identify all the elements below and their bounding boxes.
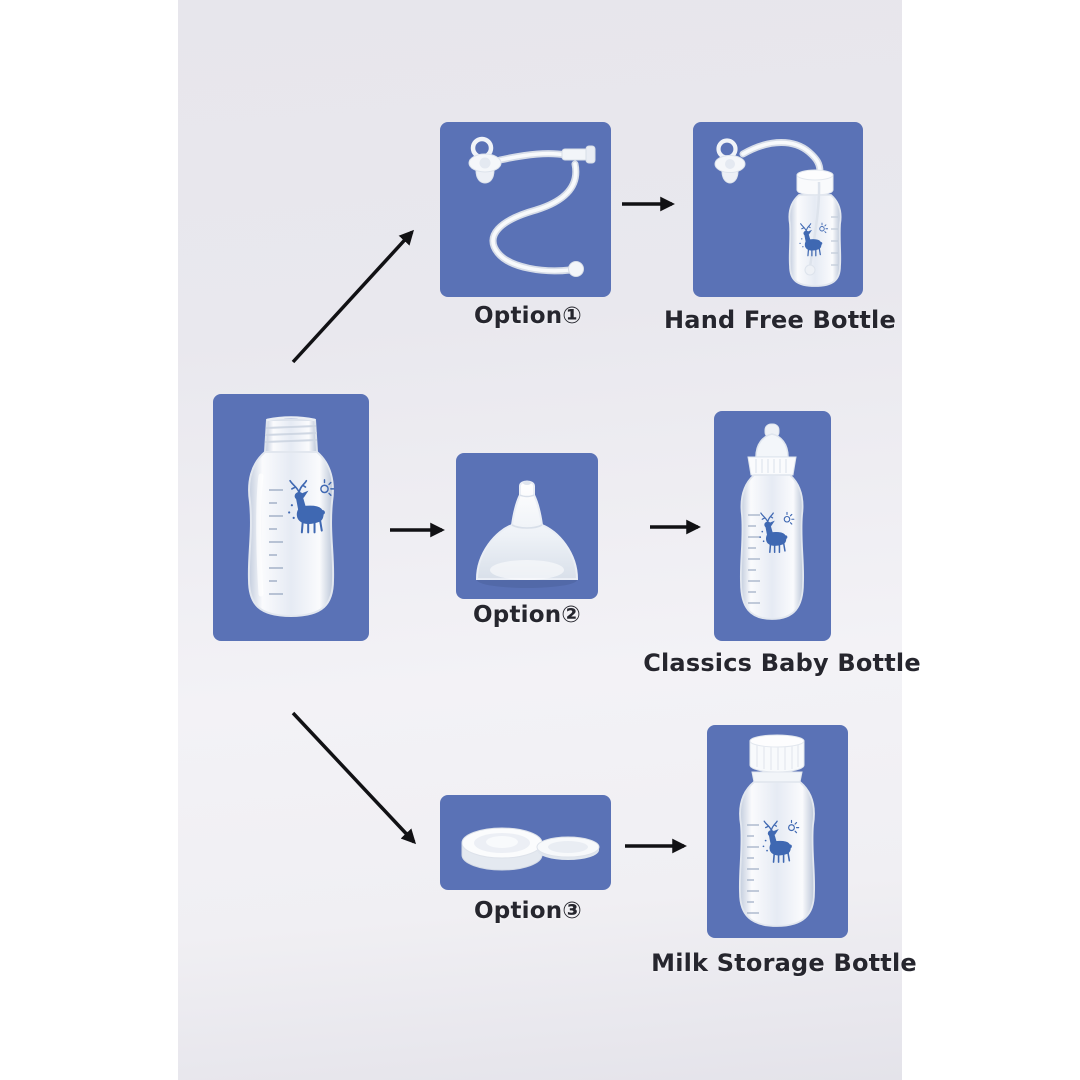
tube-connector [561, 145, 596, 164]
feeding-tube [739, 139, 824, 176]
hand-free-bottle-card [693, 122, 863, 297]
flat-disc [536, 836, 600, 860]
wide-neck-teat-icon [475, 480, 579, 588]
option2-card [456, 453, 598, 599]
classics-bottle-card [714, 411, 831, 641]
classics-bottle-label: Classics Baby Bottle [643, 649, 921, 677]
tube-weight-ball [804, 264, 816, 276]
option3-card [440, 795, 611, 890]
measurement-scale [269, 489, 283, 595]
wide-neck-bottle-icon [247, 416, 335, 618]
measurement-scale [748, 514, 760, 604]
feeding-tube [489, 150, 580, 275]
classic-baby-bottle-icon [739, 423, 805, 620]
disc-in-ring [461, 827, 543, 871]
hands-free-bottle-icon [714, 138, 842, 287]
option1-card [440, 122, 611, 297]
storage-bottle-label: Milk Storage Bottle [651, 949, 917, 977]
pacifier [714, 138, 746, 184]
milk-storage-bottle-icon [738, 734, 816, 927]
pacifier [468, 136, 502, 184]
measurement-scale [747, 824, 759, 914]
pacifier-tube-kit-icon [468, 136, 596, 277]
option2-label: Option② [473, 602, 581, 628]
storage-bottle-card [707, 725, 848, 938]
hand-free-bottle-label: Hand Free Bottle [664, 306, 896, 334]
sealing-discs-icon [461, 827, 600, 871]
bottle [788, 169, 842, 287]
tube-weight-ball [568, 261, 584, 277]
option3-label: Option③ [474, 898, 582, 924]
option1-label: Option① [474, 303, 582, 329]
base-bottle-card [213, 394, 369, 641]
